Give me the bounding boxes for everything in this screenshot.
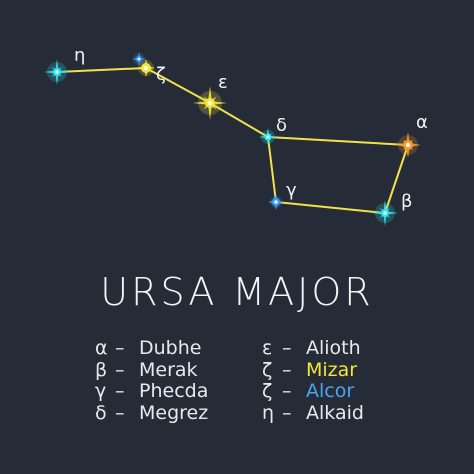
legend-row: δ–Megrez	[95, 401, 209, 425]
legend-star-name: Phecda	[139, 380, 209, 402]
legend-greek: δ	[95, 401, 107, 424]
legend-greek: α	[95, 337, 108, 359]
star-beta	[372, 200, 398, 226]
star-epsilon	[193, 86, 227, 120]
legend-greek: β	[95, 358, 108, 381]
label-gamma: γ	[286, 180, 297, 201]
star-alcor	[132, 52, 146, 66]
line-zeta-epsilon	[145, 67, 211, 104]
legend-greek: η	[262, 401, 275, 424]
star-labels: η ζ ε δ α γ β	[74, 45, 428, 212]
legend-dash: –	[115, 380, 125, 402]
legend-row: β–Merak	[95, 358, 208, 382]
legend-left: α–Dubhe β–Merak γ–Phecda δ–Megrez	[95, 337, 209, 425]
legend-dash: –	[282, 358, 292, 381]
label-beta: β	[401, 191, 413, 212]
legend-dash: –	[115, 401, 125, 424]
legend-star-name: Megrez	[139, 401, 209, 424]
legend-dash: –	[115, 337, 125, 359]
line-beta-gamma	[275, 201, 386, 214]
star-eta	[44, 59, 70, 85]
legend-star-name: Alioth	[306, 337, 361, 359]
legend-star-name-mizar: Mizar	[306, 358, 358, 381]
label-delta: δ	[276, 115, 287, 136]
line-alpha-beta	[384, 144, 409, 214]
label-zeta: ζ	[156, 64, 166, 85]
legend-dash: –	[282, 380, 292, 402]
legend-row: ε–Alioth	[262, 337, 364, 360]
star-delta	[259, 128, 277, 146]
legend-dash: –	[282, 337, 292, 359]
constellation-lines	[56, 67, 409, 214]
star-alpha	[395, 132, 421, 158]
legend-greek: ζ	[262, 358, 273, 381]
legend-right: ε–Alioth ζ–Mizar ζ–Alcor η–Alkaid	[262, 337, 364, 425]
star-gamma	[268, 194, 284, 210]
legend-row: γ–Phecda	[95, 380, 209, 403]
line-eta-zeta	[56, 67, 147, 73]
label-alpha: α	[416, 112, 428, 133]
legend-dash: –	[115, 358, 125, 381]
legend-dash: –	[282, 401, 292, 424]
legend-row: ζ–Mizar	[262, 358, 364, 382]
line-gamma-delta	[267, 136, 277, 203]
legend-star-name: Dubhe	[139, 337, 202, 359]
label-eta: η	[74, 45, 85, 66]
stars-layer	[44, 52, 421, 226]
legend-star-name: Alkaid	[306, 401, 364, 424]
legend-row: η–Alkaid	[262, 401, 364, 425]
page-title: URSA MAJOR	[100, 270, 374, 314]
legend-star-name: Merak	[139, 358, 198, 381]
legend-greek: ε	[262, 337, 273, 359]
line-delta-alpha	[267, 136, 409, 146]
label-epsilon: ε	[218, 72, 228, 93]
legend-greek: ζ	[262, 380, 273, 402]
legend-greek: γ	[95, 380, 107, 402]
legend-row: ζ–Alcor	[262, 380, 364, 403]
star-zeta	[137, 59, 155, 77]
legend-row: α–Dubhe	[95, 337, 208, 360]
line-epsilon-delta	[209, 102, 269, 138]
legend-star-name-alcor: Alcor	[306, 380, 355, 402]
